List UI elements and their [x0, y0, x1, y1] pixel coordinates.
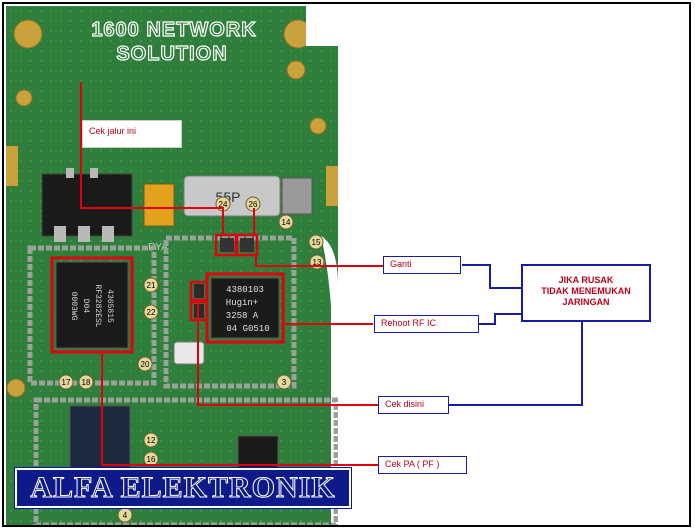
test-point-4 [117, 507, 133, 523]
keypad-pad [13, 19, 43, 49]
board-cutout [306, 6, 338, 46]
line-reboot-summary [477, 313, 522, 325]
watermark-text: ALFA ELEKTRONIK [30, 471, 336, 505]
keypad-pad [15, 89, 33, 107]
test-point-18-label: 18 [82, 378, 91, 387]
summary-line-3: JARINGAN [562, 297, 610, 307]
test-point-14 [278, 214, 294, 230]
smd-component [220, 238, 234, 252]
summary-line-2: TIDAK MENEMUKAN [541, 286, 631, 296]
sim-contact [102, 226, 114, 242]
test-point-22-label: 22 [147, 308, 156, 317]
highlight-ganti-part [235, 233, 259, 257]
rf-ic [210, 277, 280, 339]
keypad-pad [286, 60, 306, 80]
test-point-4-label: 4 [123, 511, 128, 520]
pa-chip-text-4: 0003WG [69, 292, 78, 321]
rf-ic-text-4: 04 G0510 [226, 324, 269, 334]
pa-chip-text-1: 4365815 [105, 289, 114, 323]
test-point-13-label: 13 [313, 258, 322, 267]
test-point-15-label: 15 [312, 238, 321, 247]
edge-pad [6, 146, 18, 186]
highlight-pa-chip [50, 256, 134, 354]
line-ganti-summary [462, 264, 522, 289]
line-cek-jalur [80, 82, 224, 236]
test-point-12 [143, 432, 159, 448]
sim-contact [54, 226, 66, 242]
label-cek-jalur: Cek jalur ini [82, 120, 182, 148]
tantalum-capacitor [143, 183, 175, 227]
test-point-12-label: 12 [147, 436, 156, 445]
pa-chip-text-3: D04 [81, 299, 90, 314]
test-point-16-label: 16 [147, 455, 156, 464]
label-cek-pa: Cek PA ( PF ) [378, 456, 467, 474]
test-point-20 [137, 356, 153, 372]
shield-frame [33, 397, 338, 525]
sim-contact [78, 226, 90, 242]
test-point-3-label: 3 [282, 378, 287, 387]
line-cek-disini-summary [448, 322, 583, 406]
test-point-3 [276, 374, 292, 390]
board-title-line1: 1600 NETWORK [91, 19, 256, 41]
board-title-line2: SOLUTION [116, 43, 227, 65]
sim-connector [41, 173, 133, 237]
rf-ic-text-3: 3258 A [226, 311, 259, 321]
test-point-26-label: 26 [249, 200, 258, 209]
test-point-14-label: 14 [282, 218, 291, 227]
test-point-20-label: 20 [141, 360, 150, 369]
summary-box: JIKA RUSAK TIDAK MENEMUKAN JARINGAN [521, 264, 651, 322]
test-point-17 [58, 374, 74, 390]
rf-ic-text-2: Hugin+ [226, 298, 258, 308]
keypad-pad [6, 378, 26, 398]
line-cek-disini [197, 300, 378, 406]
label-reboot-rf-ic: Rehoot RF IC [374, 315, 479, 333]
pa-chip-text-2: RF3282ESL [93, 284, 102, 327]
keypad-pad [309, 117, 327, 135]
label-ganti: Ganti [383, 256, 461, 274]
watermark-banner [15, 468, 351, 508]
crystal-small [173, 341, 205, 365]
test-point-21 [143, 277, 159, 293]
test-point-18 [78, 374, 94, 390]
test-point-17-label: 17 [62, 378, 71, 387]
label-cek-disini: Cek disini [378, 396, 449, 414]
silk-marking: RYA [148, 242, 168, 253]
connector-block [281, 177, 313, 215]
edge-pad [326, 166, 338, 206]
line-ganti [255, 254, 383, 267]
rf-ic-text-1: 4380103 [226, 285, 264, 295]
smd-component [240, 238, 254, 252]
pa-chip [55, 261, 129, 349]
line-cek-pa [101, 352, 378, 466]
test-point-22 [143, 304, 159, 320]
test-point-21-label: 21 [147, 281, 156, 290]
sim-contact [90, 168, 98, 178]
smd-component [194, 284, 204, 298]
test-point-15 [308, 234, 324, 250]
sim-contact [66, 168, 74, 178]
summary-line-1: JIKA RUSAK [558, 275, 614, 285]
test-point-24-label: 24 [219, 200, 228, 209]
